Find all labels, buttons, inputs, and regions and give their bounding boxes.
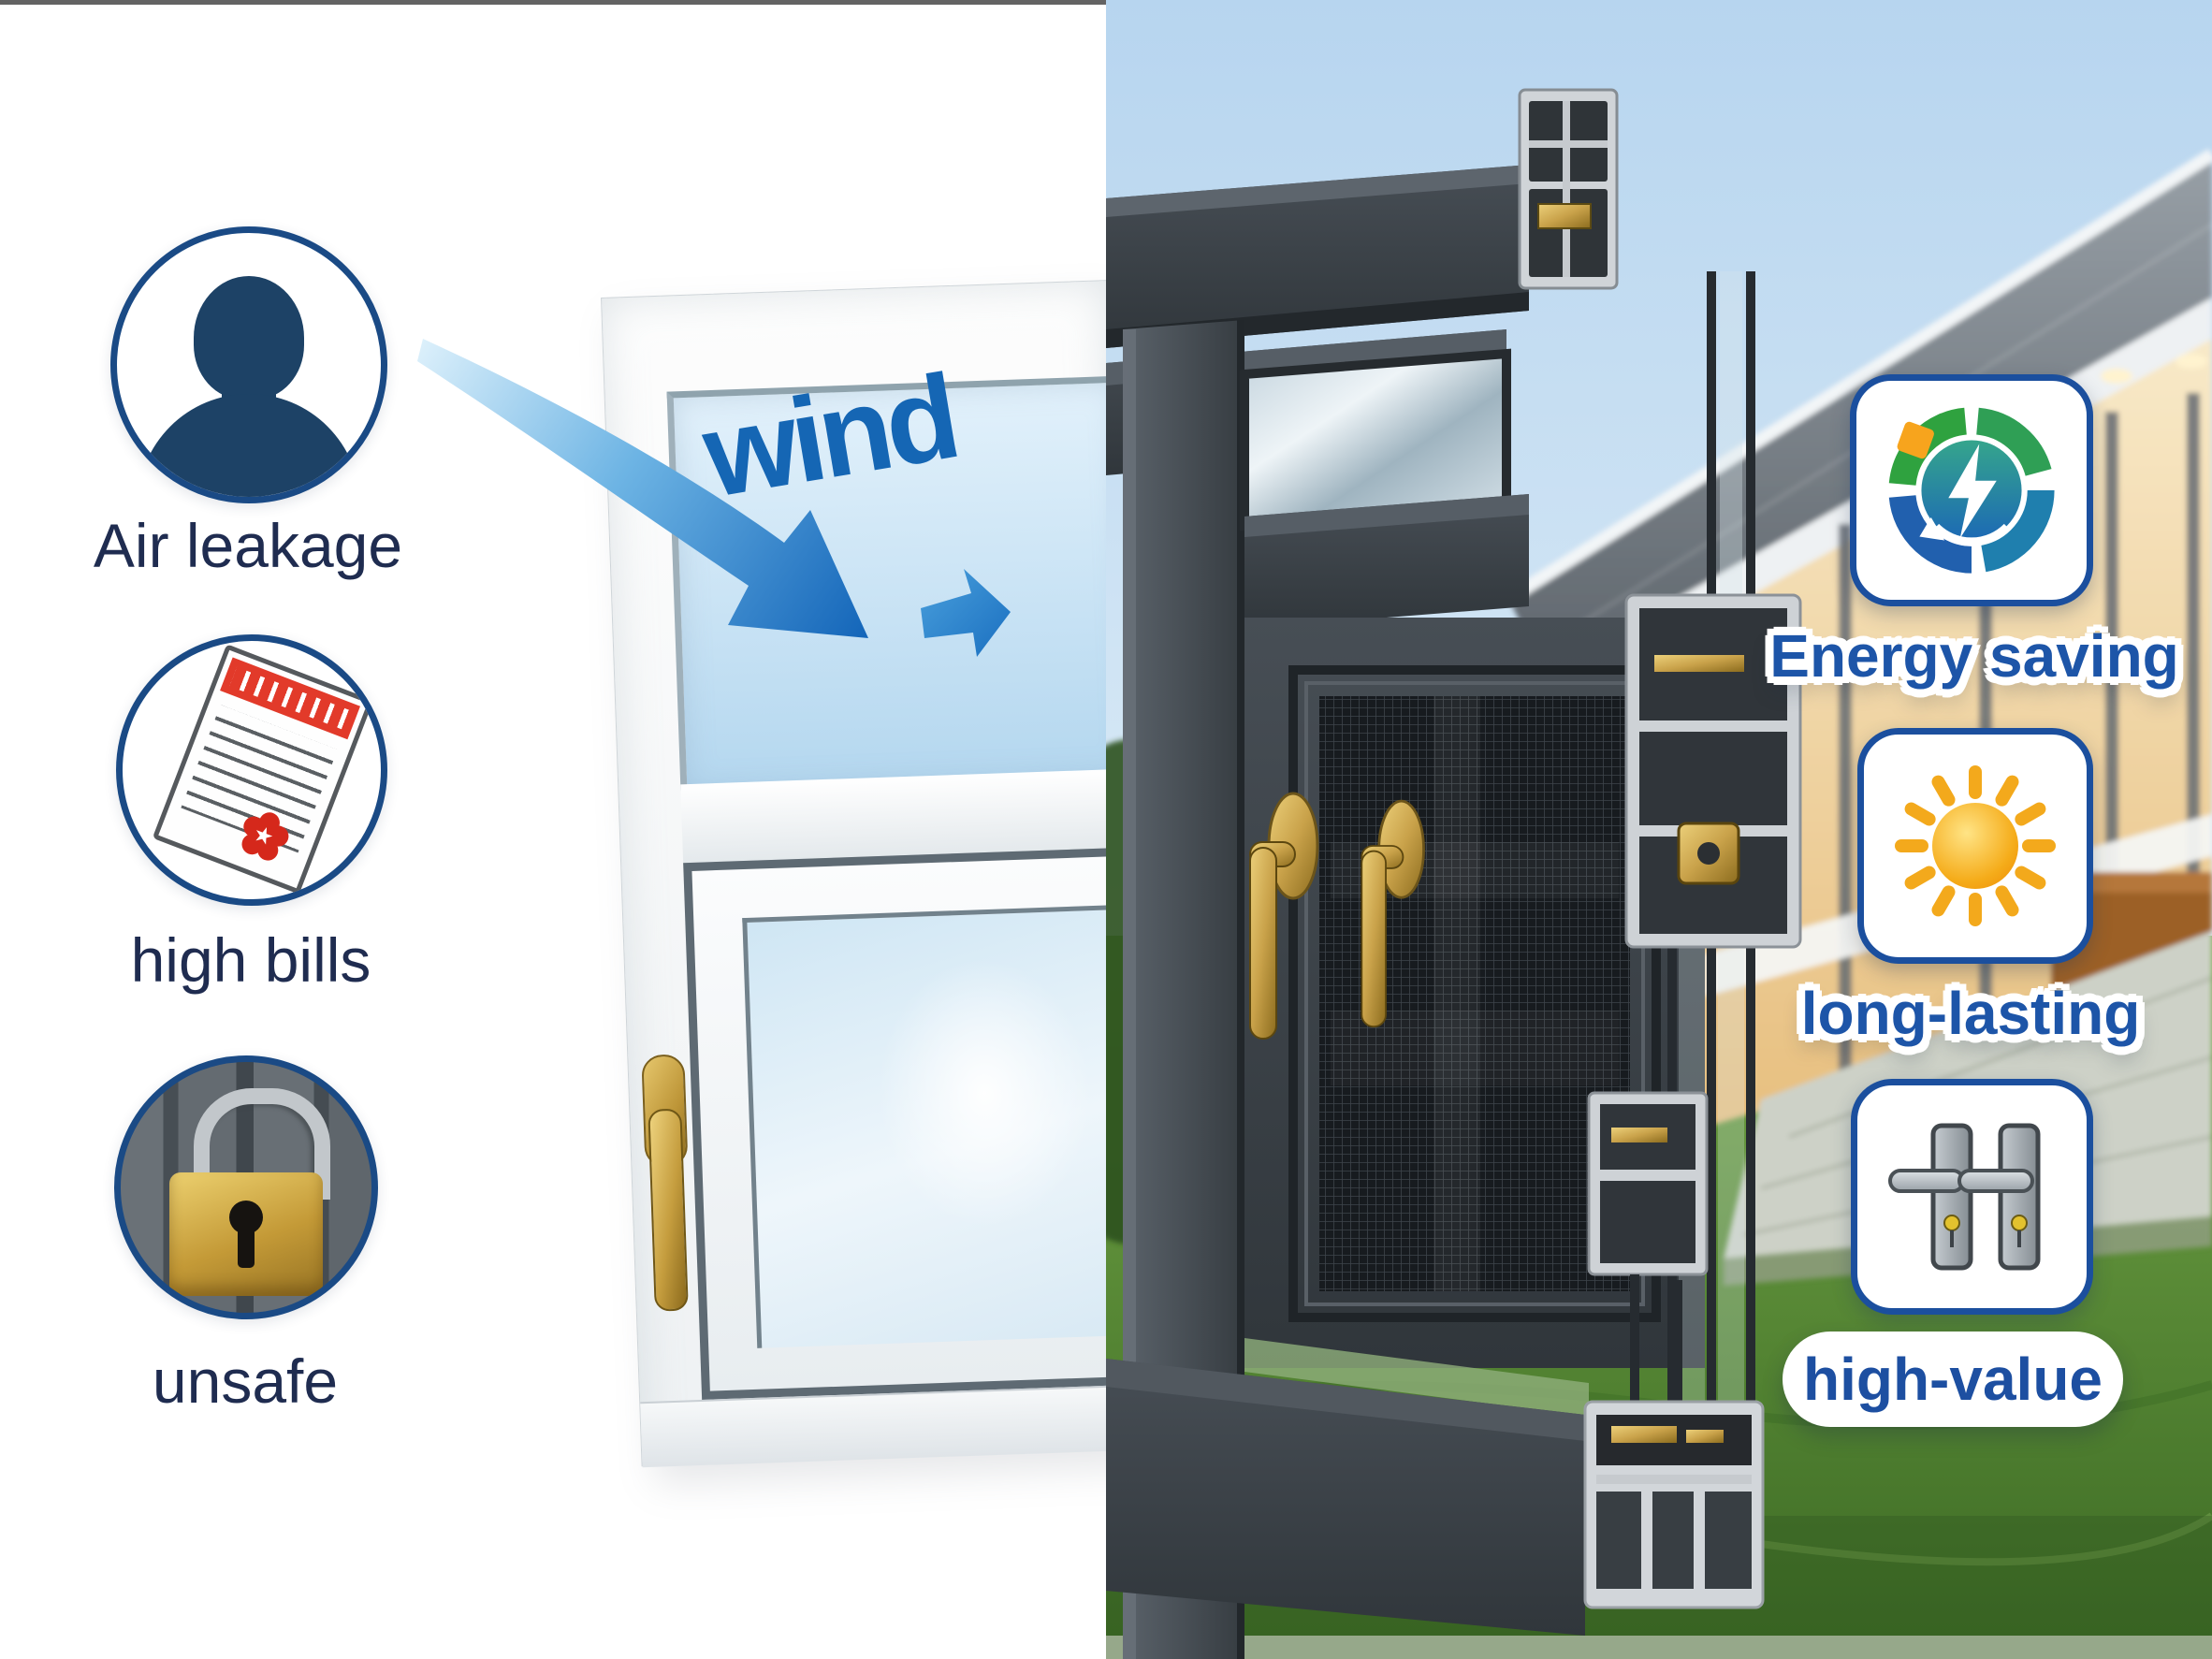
brass-handle-right: [1361, 799, 1425, 1028]
sash-bottom-cut-face: [1587, 1091, 1709, 1276]
padlock-body: [169, 1172, 323, 1296]
bill-icon: ★: [116, 634, 387, 906]
brass-handle-left: [1249, 792, 1319, 1040]
handle-bar: [648, 1108, 689, 1312]
benefit-label-long-lasting: long-lasting: [1800, 980, 2141, 1047]
mid-cut-face: [1624, 593, 1802, 949]
bottom-sill: [1106, 1359, 1585, 1636]
lower-sash-opening: [683, 847, 1145, 1400]
person-icon: [110, 226, 387, 503]
sun-art: [1895, 765, 2056, 926]
problem-label-unsafe: unsafe: [152, 1346, 339, 1416]
handle-right: [1957, 1123, 2040, 1271]
modern-window-scene: [1106, 0, 2212, 1659]
energy-gauge-icon: [1850, 374, 2093, 606]
old-window-scene: wind Air leakage ★ high bills: [0, 0, 1106, 1659]
sill-cut-face: [1583, 1400, 1765, 1609]
problem-label-high-bills: high bills: [130, 925, 371, 995]
photo-edge-line: [0, 0, 1106, 5]
door-handles-art: [1887, 1123, 2040, 1271]
energy-gauge-art: [1888, 407, 2055, 574]
left-stile: [1123, 320, 1244, 1659]
sun-icon: [1857, 728, 2093, 964]
lower-glass-strip: [1244, 1338, 1589, 1417]
top-beam-cut-face: [1518, 88, 1619, 290]
handle-left: [1887, 1123, 1972, 1271]
person-head: [194, 276, 304, 400]
padlock-icon: [114, 1055, 378, 1319]
brass-window-handle: [635, 1054, 694, 1312]
benefit-label-high-value: high-value: [1783, 1332, 2123, 1427]
problem-label-air-leakage: Air leakage: [93, 511, 403, 580]
lower-sash-glass: [742, 905, 1136, 1348]
lower-sash-frame: [691, 856, 1137, 1391]
aluminium-window-assembly: [1106, 88, 1802, 1659]
person-body: [138, 394, 360, 497]
modern-window-photo: [1106, 0, 2212, 1659]
keyhole-stem: [238, 1225, 255, 1268]
benefit-label-energy-saving: Energy saving: [1769, 622, 2179, 690]
door-handles-icon: [1851, 1079, 2093, 1315]
bill-paper: ★: [152, 644, 374, 895]
